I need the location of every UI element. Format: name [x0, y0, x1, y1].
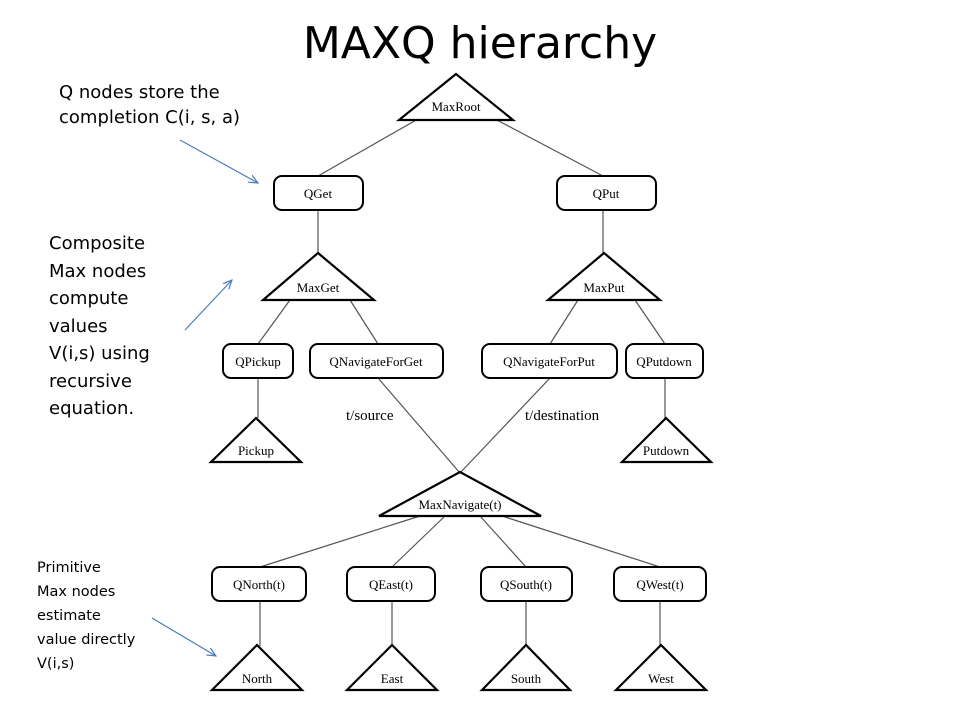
source-edge-label: t/source: [346, 408, 394, 424]
max-navigate-label: MaxNavigate(t): [418, 497, 501, 512]
q-putdown-label: QPutdown: [636, 354, 692, 369]
annotation-line: Max nodes: [49, 260, 147, 282]
annotation-line: Q nodes store the: [59, 82, 220, 103]
q-nodes: [211, 175, 707, 602]
max-node-triangle: [613, 643, 709, 692]
max-node-triangle: [479, 643, 573, 692]
edge: [549, 299, 579, 345]
max-put-label: MaxPut: [583, 280, 625, 295]
edge: [479, 515, 527, 568]
west-label: West: [648, 671, 674, 686]
primitive-nodes-annotation: Primitive Max nodes estimate value direc…: [37, 556, 135, 676]
edge: [377, 377, 461, 474]
annotation-line: values: [49, 315, 108, 337]
max-nodes: [208, 72, 714, 692]
q-east-label: QEast(t): [369, 577, 413, 592]
q-node-box: [273, 175, 364, 211]
q-pickup-label: QPickup: [235, 354, 281, 369]
edge: [634, 299, 666, 345]
annotation-line: Primitive: [37, 560, 101, 576]
putdown-label: Putdown: [643, 443, 690, 458]
q-nodes-annotation: Q nodes store the completion C(i, s, a): [59, 80, 240, 130]
pointer-arrow: [184, 280, 232, 331]
annotation-line: completion C(i, s, a): [59, 107, 241, 128]
max-node-triangle: [544, 251, 664, 302]
edge: [259, 515, 421, 568]
composite-nodes-annotation: Composite Max nodes compute values V(i,s…: [49, 230, 150, 423]
annotation-line: Composite: [49, 233, 146, 254]
q-node-box: [625, 343, 704, 379]
south-label: South: [511, 671, 542, 686]
q-north-label: QNorth(t): [233, 577, 285, 592]
max-node-triangle: [378, 470, 542, 518]
edge: [257, 299, 291, 345]
annotation-line: recursive: [49, 370, 132, 392]
q-node-box: [556, 175, 657, 211]
hierarchy-edges: [257, 118, 666, 646]
max-root-label: MaxRoot: [431, 99, 481, 114]
q-node-box: [222, 343, 294, 379]
q-west-label: QWest(t): [636, 577, 683, 592]
q-south-label: QSouth(t): [500, 577, 552, 592]
q-node-box: [481, 343, 618, 379]
pickup-label: Pickup: [238, 443, 274, 458]
q-node-box: [480, 566, 573, 602]
max-node-triangle: [344, 643, 440, 692]
annotation-line: V(i,s) using: [49, 343, 150, 364]
destination-edge-label: t/destination: [525, 408, 600, 424]
q-get-label: QGet: [304, 186, 333, 201]
edge: [317, 118, 419, 177]
q-node-box: [613, 566, 707, 602]
annotation-line: value directly: [37, 632, 136, 648]
max-node-triangle: [260, 251, 378, 302]
q-node-box: [346, 566, 436, 602]
pointer-arrow: [179, 139, 258, 183]
edge: [391, 515, 446, 568]
edge: [459, 377, 551, 474]
max-node-triangle: [208, 416, 304, 464]
page-title: MAXQ hierarchy: [302, 18, 658, 69]
annotation-arrows: [151, 139, 258, 656]
edge: [349, 299, 379, 345]
edge: [494, 118, 604, 177]
q-navigate-for-put-label: QNavigateForPut: [503, 354, 595, 369]
annotation-line: estimate: [37, 608, 101, 624]
pointer-arrow: [151, 617, 216, 656]
annotation-line: V(i,s): [37, 656, 75, 672]
q-node-box: [211, 566, 307, 602]
q-node-box: [309, 343, 444, 379]
max-node-triangle: [209, 643, 305, 692]
edge: [501, 515, 661, 568]
annotation-line: compute: [49, 288, 129, 309]
q-navigate-for-get-label: QNavigateForGet: [329, 354, 423, 369]
annotation-line: equation.: [49, 398, 135, 419]
max-get-label: MaxGet: [297, 280, 340, 295]
north-label: North: [242, 671, 273, 686]
annotation-line: Max nodes: [37, 584, 116, 600]
east-label: East: [381, 671, 404, 686]
max-node-triangle: [619, 416, 714, 464]
max-node-triangle: [395, 72, 517, 122]
q-put-label: QPut: [593, 186, 620, 201]
